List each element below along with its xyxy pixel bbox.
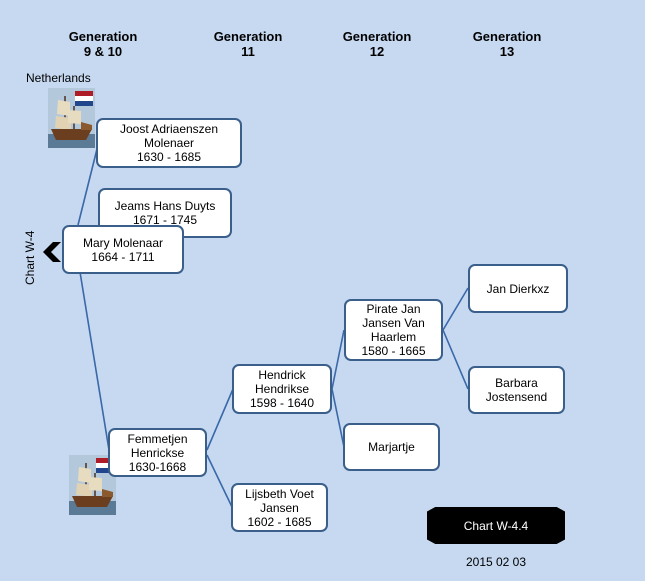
person-box-femmetjen[interactable]: Femmetjen Henrickse 1630-1668 xyxy=(108,428,207,477)
person-name-line: Hendrick xyxy=(258,368,306,382)
person-box-hendrick[interactable]: Hendrick Hendrikse 1598 - 1640 xyxy=(232,364,332,414)
flag-white-stripe xyxy=(96,463,114,468)
person-name-line: Jansen Van xyxy=(362,316,425,330)
flag-blue-stripe xyxy=(75,101,93,106)
chart-date: 2015 02 03 xyxy=(465,555,527,569)
generation-header-line2: 13 xyxy=(499,44,515,59)
generation-header-line2: 12 xyxy=(369,44,385,59)
person-name-line: Molenaer xyxy=(143,136,195,150)
person-name-line: Jeams Hans Duyts xyxy=(114,199,216,213)
person-box-joost[interactable]: Joost Adriaenszen Molenaer 1630 - 1685 xyxy=(96,118,242,168)
link-femmetjen-lijsbeth xyxy=(206,454,233,508)
flag-red-stripe xyxy=(96,458,114,463)
link-mary-femmetjen xyxy=(79,271,110,451)
link-pirate-barbara xyxy=(442,329,469,390)
link-hendrick-marjartje xyxy=(331,388,345,448)
person-box-mary[interactable]: Mary Molenaar 1664 - 1711 xyxy=(62,225,184,274)
person-name-line: Mary Molenaar xyxy=(82,235,164,250)
link-hendrick-pirate xyxy=(331,329,345,390)
person-box-marjartje[interactable]: Marjartje xyxy=(343,423,440,471)
person-name-line: Femmetjen xyxy=(127,431,188,446)
generation-header-line2: 11 xyxy=(241,44,255,59)
person-box-jan-dierkxz[interactable]: Jan Dierkxz xyxy=(468,264,568,313)
sailing-ship-icon xyxy=(48,88,95,148)
person-name-line: Hendrikse xyxy=(254,382,310,396)
chart-side-label: Chart W-4 xyxy=(23,230,37,285)
person-name-line: Marjartje xyxy=(368,440,415,454)
person-dates: 1671 - 1745 xyxy=(132,213,198,227)
person-dates: 1580 - 1665 xyxy=(361,344,426,358)
person-dates: 1602 - 1685 xyxy=(247,514,312,529)
person-box-lijsbeth[interactable]: Lijsbeth Voet Jansen 1602 - 1685 xyxy=(231,483,328,532)
flag-blue-stripe xyxy=(96,468,114,473)
generation-header-line2: 9 & 10 xyxy=(83,44,123,59)
person-name-line: Lijsbeth Voet xyxy=(245,486,314,501)
person-name-line: Henrickse xyxy=(130,445,185,460)
person-name-line: Pirate Jan xyxy=(366,302,421,316)
chevron-left-icon[interactable] xyxy=(43,242,61,262)
person-box-barbara[interactable]: Barbara Jostensend xyxy=(468,366,565,414)
country-label: Netherlands xyxy=(26,71,91,85)
person-name-line: Joost Adriaenszen xyxy=(119,122,219,136)
chart-id-label: Chart W-4.4 xyxy=(463,518,529,533)
person-dates: 1664 - 1711 xyxy=(91,249,155,264)
chart-id-badge: Chart W-4.4 xyxy=(427,507,565,544)
person-name-line: Jan Dierkxz xyxy=(486,281,550,296)
generation-header-9-10: Generation 9 & 10 xyxy=(48,29,158,59)
generation-header-line1: Generation xyxy=(68,29,138,44)
person-name-line: Barbara xyxy=(495,376,538,390)
person-name-line: Jansen xyxy=(260,500,299,515)
person-dates: 1630-1668 xyxy=(128,459,187,474)
generation-header-line1: Generation xyxy=(213,29,283,44)
generation-header-line1: Generation xyxy=(472,29,542,44)
link-femmetjen-hendrick xyxy=(206,388,234,451)
generation-header-11: Generation 11 xyxy=(193,29,303,59)
person-name-line: Jostensend xyxy=(485,390,548,404)
person-name-line: Haarlem xyxy=(370,330,417,344)
generation-header-line1: Generation xyxy=(342,29,412,44)
person-dates: 1598 - 1640 xyxy=(249,396,315,410)
person-dates: 1630 - 1685 xyxy=(136,150,202,164)
person-box-pirate-jan[interactable]: Pirate Jan Jansen Van Haarlem 1580 - 166… xyxy=(344,299,443,361)
flag-white-stripe xyxy=(75,96,93,101)
link-mary-joost xyxy=(77,144,99,226)
generation-header-12: Generation 12 xyxy=(322,29,432,59)
flag-red-stripe xyxy=(75,91,93,96)
link-pirate-jan xyxy=(442,287,469,331)
generation-header-13: Generation 13 xyxy=(452,29,562,59)
